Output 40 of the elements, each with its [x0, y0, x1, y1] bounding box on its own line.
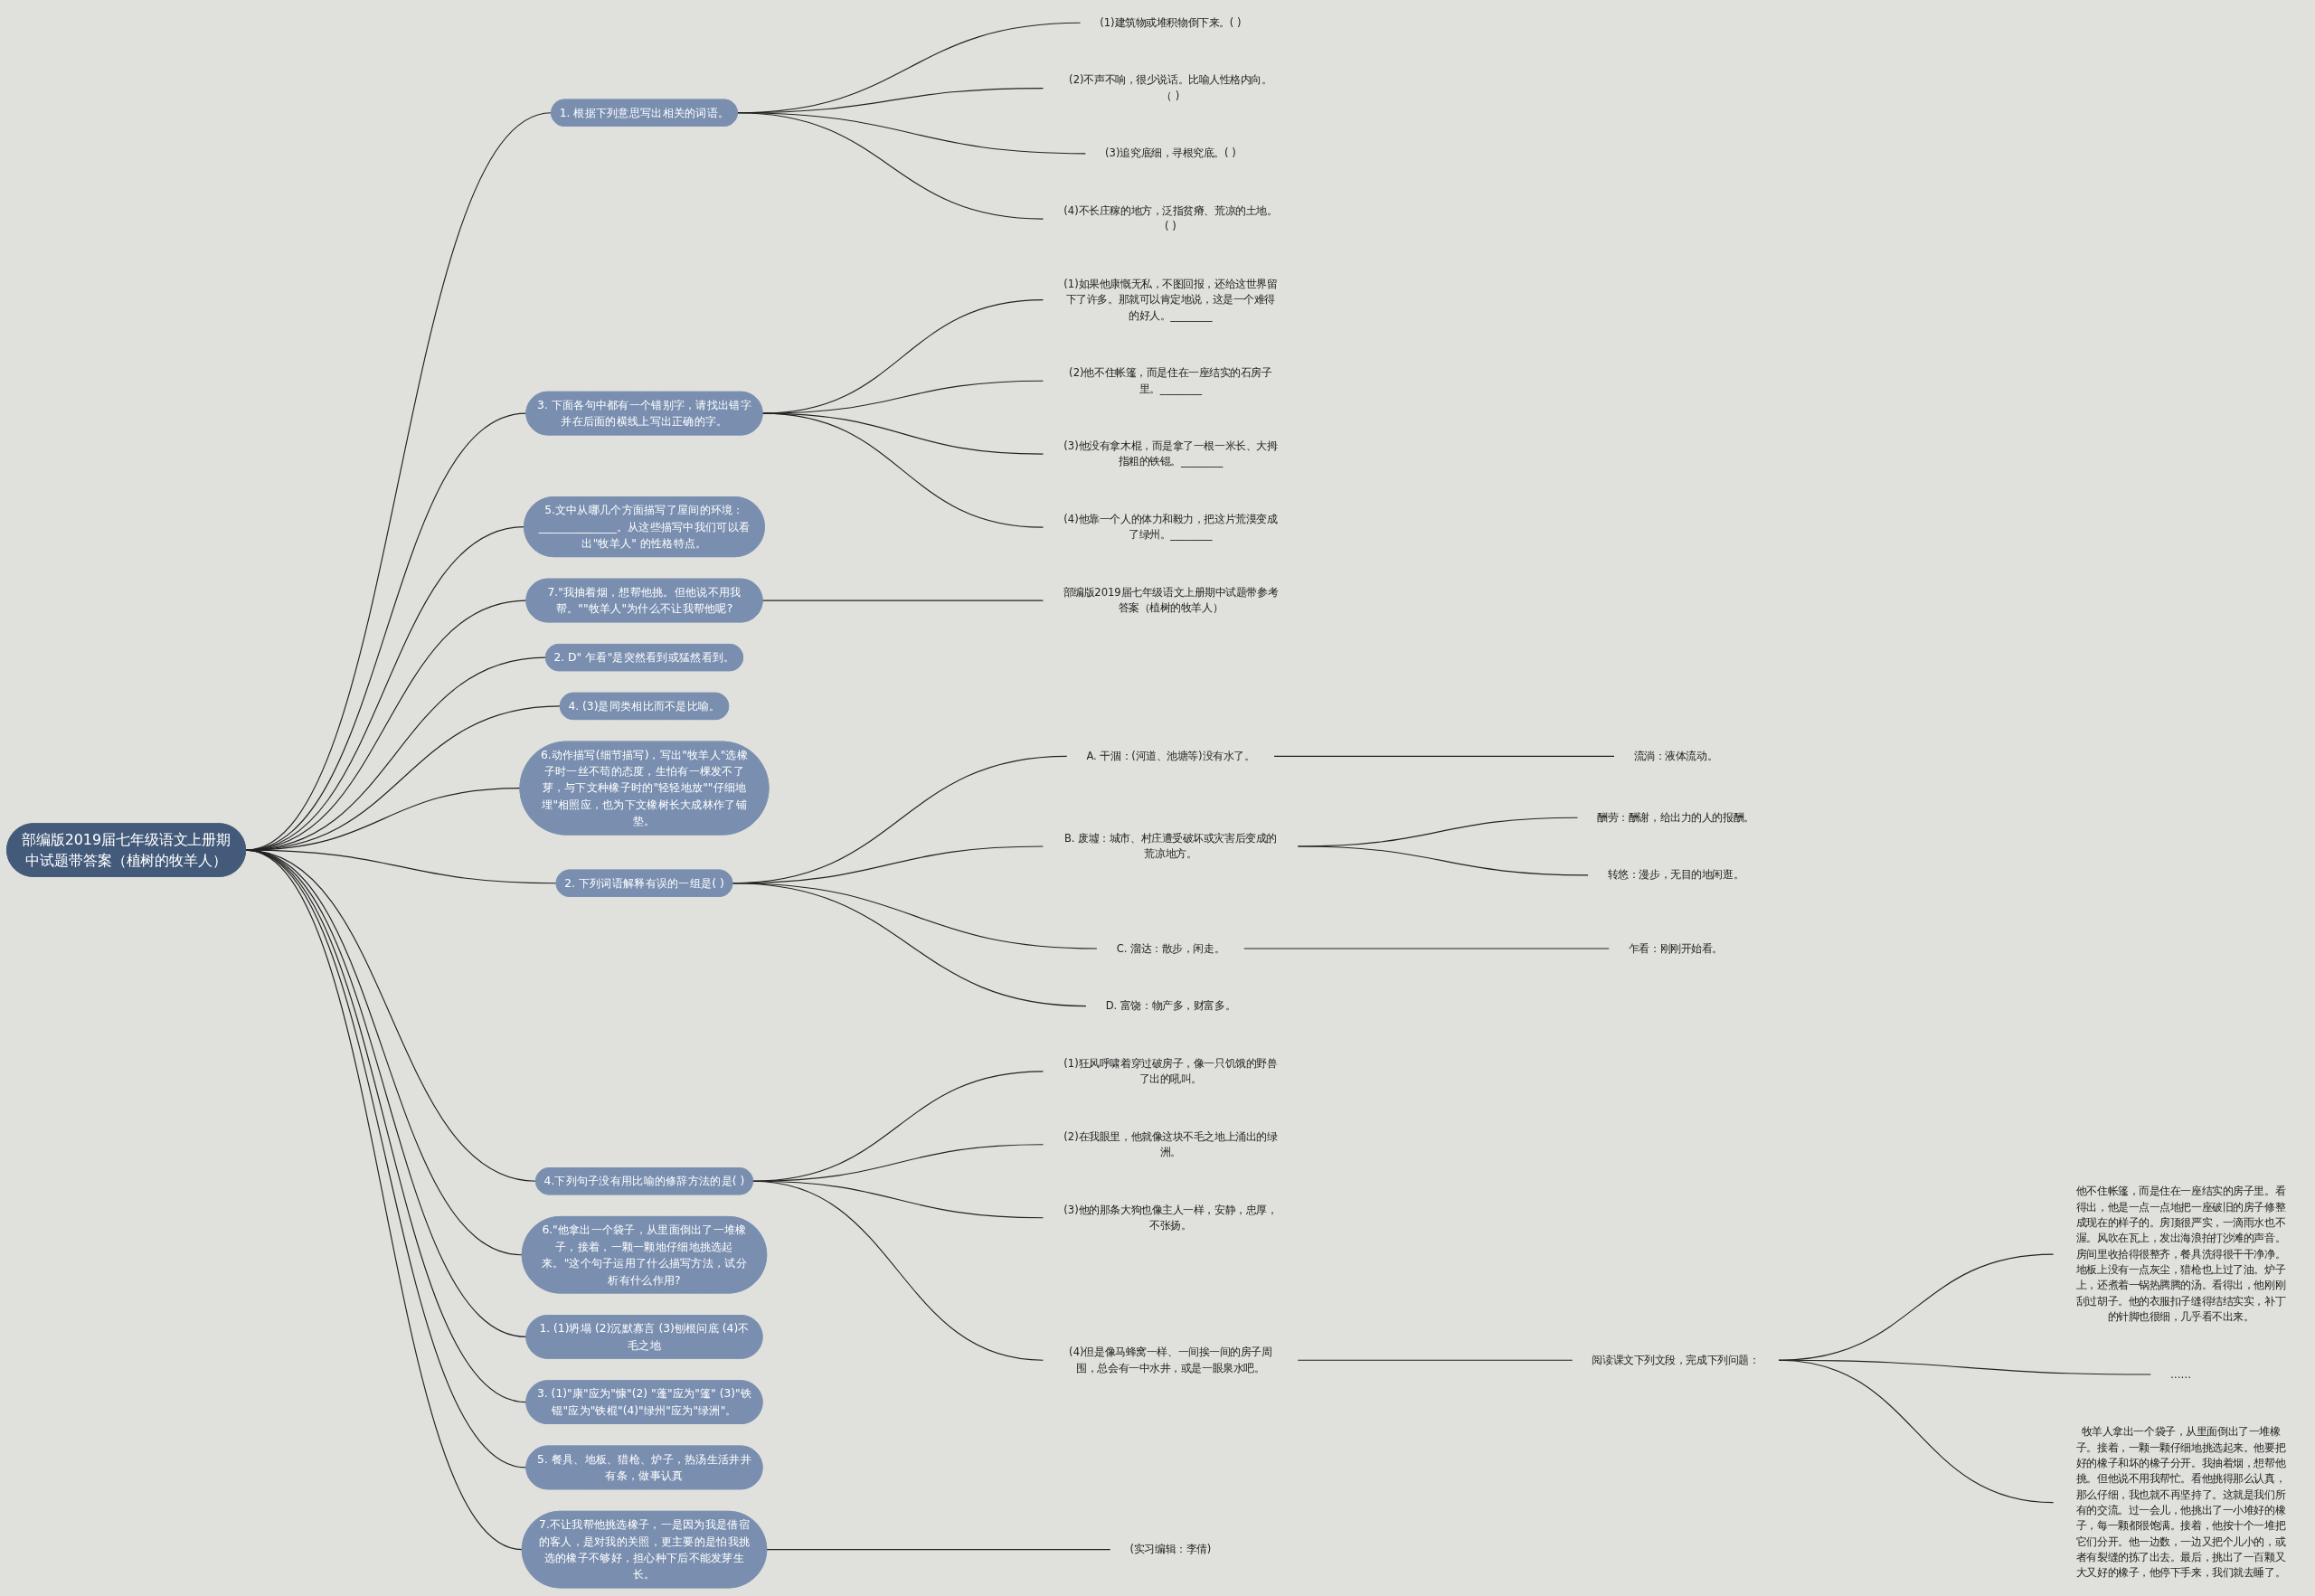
node-text: (1)狂风呼啸着穿过破房子，像一只饥饿的野兽了出的吼叫。: [1063, 1056, 1278, 1086]
node-text: (1)如果他康慨无私，不图回报，还给这世界留下了许多。那就可以肯定地说，这是一个难得的好人。________: [1063, 278, 1278, 322]
node-text: (3)追究底细，寻根究底。( ): [1105, 146, 1236, 160]
node-text: 乍看：刚刚开始看。: [1628, 941, 1723, 955]
node-text: (1)建筑物或堆积物倒下来。( ): [1100, 16, 1242, 29]
node-text: (4)他靠一个人的体力和毅力，把这片荒漠变成了绿州。________: [1063, 513, 1278, 542]
connector: [1778, 1359, 2055, 1504]
connector: [761, 380, 1044, 414]
node-text: (4)但是像马蜂窝一样、一间挨一间的房子周围，总会有一中水井，或是一眼泉水吧。: [1069, 1346, 1272, 1374]
node-text: (实习编辑：李倩): [1129, 1543, 1212, 1556]
connector: [761, 412, 1044, 455]
connector: [761, 412, 1044, 528]
node-text: D. 富饶：物产多，财富多。: [1105, 999, 1236, 1013]
node-text: (3)他的那条大狗也像主人一样，安静，忠厚，不张扬。: [1063, 1203, 1278, 1232]
node-text: 他不住帐篷，而是住在一座结实的房子里。看得出，他是一点一点地把一座破旧的房子修整成现在的样子的。房顶很严实，一滴雨水也不渥。风吹在瓦上，发出海浪拍打沙滩的声音。房间里收拾得很整齐，餐具洗得很干干净净。地板上没有一点灰尘，猎枪也上过了油。炉子上，还煮着一锅热腾腾的汤。看得出，他刚刚刮过胡子。他的衣服扣子缝得结结实实，补丁的针脚也很细，几乎看不出来。: [2075, 1185, 2286, 1323]
connector: [1297, 845, 1589, 876]
connector: [761, 600, 1044, 601]
node-text: B. 废墟：城市、村庄遭受破坏或灾害后变成的荒凉地方。: [1063, 832, 1277, 861]
connector: [1273, 755, 1615, 757]
node-text: (3)他没有拿木棍，而是拿了一根一米长、大拇指粗的铁锟。________: [1063, 439, 1278, 468]
node-text: (2)在我眼里，他就像这块不毛之地上涌出的绿洲。: [1063, 1129, 1278, 1158]
connector: [766, 1549, 1111, 1551]
node-text: 流淌：液体流动。: [1633, 750, 1718, 762]
node-text: C. 溜达：散步，闲走。: [1116, 941, 1225, 955]
node-text: 转悠：漫步，无目的地闲逛。: [1607, 868, 1744, 882]
node-text: 部编版2019届七年级语文上册期中试题带参考答案（植树的牧羊人）: [1063, 586, 1279, 615]
node-text: ……: [2169, 1367, 2192, 1381]
node-text: (2)不声不响，很少说话。比喻人性格内向。（ ): [1069, 73, 1272, 102]
node-text: A. 干涸：(河道、池塘等)没有水了。: [1086, 750, 1255, 762]
connector: [1778, 1253, 2055, 1361]
node-text: (2)他不住帐篷，而是住在一座结实的石房子里。________: [1069, 366, 1272, 395]
connector: [736, 112, 1044, 220]
connector: [1297, 1359, 1573, 1361]
node-text: 阅读课文下列文段，完成下列问题：: [1592, 1354, 1760, 1366]
connector: [751, 1180, 1044, 1361]
connector: [761, 299, 1044, 414]
node-text: 酬劳：酬谢，给出力的人的报酬。: [1597, 811, 1754, 824]
connector: [732, 883, 1087, 1007]
node-text: 牧羊人拿出一个袋子，从里面倒出了一堆橡子。接着，一颗一颗仔细地挑选起来。他要把好的橡子和坏的橡子分开。我抽着烟，想帮他挑。但他说不用我帮忙。看他挑得那么认真，那么仔细，我也就不再坚持了。这就是我们所有的交流。过一会儿，他挑出了一小堆好的橡子，每一颗都很饱满。接着，他按十个一堆把它们分开。他一边数，一边又把个儿小的，或者有裂缝的拣了出去。最后，挑出了一百颗又大又好的橡子，他停下手来，我们就去睡了。: [2075, 1425, 2286, 1580]
node-text: (4)不长庄稼的地方，泛指贫瘠、荒凉的土地。( ): [1063, 204, 1278, 233]
